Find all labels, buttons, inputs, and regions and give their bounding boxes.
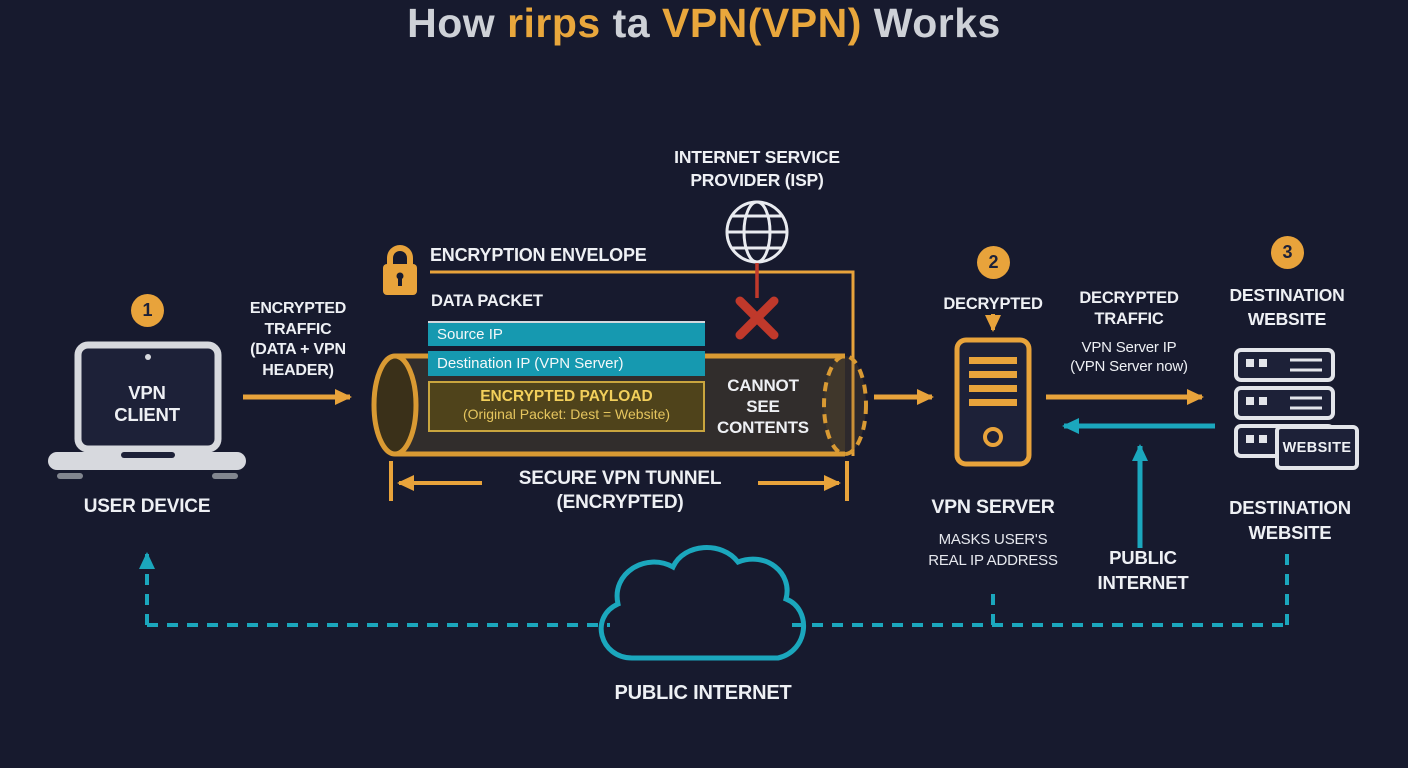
public-internet-cloud-label: PUBLIC INTERNET — [614, 682, 792, 704]
encryption-envelope-line — [430, 270, 855, 456]
destination-server-icon — [1234, 348, 1359, 470]
vpn-server-caption: VPN SERVER — [931, 496, 1055, 518]
payload-title: ENCRYPTED PAYLOAD — [480, 388, 653, 405]
secure-tunnel-label: SECURE VPN TUNNEL (ENCRYPTED) — [482, 466, 758, 518]
page-title: How rirps ta VPN(VPN) Works — [0, 0, 1408, 47]
payload-subtitle: (Original Packet: Dest = Website) — [462, 406, 671, 422]
encrypted-traffic-label: ENCRYPTED TRAFFIC (DATA + VPN HEADER) — [249, 300, 347, 379]
decrypted-traffic-line2: VPN Server IP — [1081, 339, 1177, 356]
vpn-diagram: How rirps ta VPN(VPN) Works INTERNET SER… — [0, 0, 1408, 704]
step-badge-3: 3 — [1271, 236, 1304, 269]
step-badge-1: 1 — [131, 294, 164, 327]
decrypted-traffic-title: DECRYPTED TRAFFIC — [1079, 289, 1179, 328]
globe-icon — [725, 200, 789, 264]
cloud-icon — [598, 545, 807, 661]
isp-label: INTERNET SERVICE PROVIDER (ISP) — [674, 147, 840, 190]
packet-source-ip-bar: Source IP — [428, 321, 705, 346]
title-segment: VPN(VPN) — [661, 0, 862, 46]
blocked-x-icon — [735, 296, 779, 340]
website-box — [1275, 425, 1359, 470]
step-badge-2: 2 — [977, 246, 1010, 279]
data-packet-header: DATA PACKET — [431, 292, 543, 310]
title-segment: ta — [600, 0, 662, 46]
vpn-server-icon — [954, 337, 1032, 467]
decrypted-label: DECRYPTED — [943, 295, 1043, 313]
laptop-icon — [48, 341, 246, 479]
encryption-envelope-label: ENCRYPTION ENVELOPE — [430, 245, 647, 265]
packet-destination-ip-bar: Destination IP (VPN Server) — [428, 351, 705, 376]
cannot-see-contents-label: CANNOT SEE CONTENTS — [717, 376, 809, 437]
user-device-caption: USER DEVICE — [83, 496, 211, 517]
destination-website-top-label: DESTINATION WEBSITE — [1229, 285, 1345, 329]
website-box-label: WEBSITE — [1282, 439, 1352, 456]
decrypted-traffic-line3: (VPN Server now) — [1070, 358, 1188, 375]
vpn-client-label: VPN CLIENT — [114, 382, 180, 425]
public-internet-side-label: PUBLIC INTERNET — [1097, 547, 1189, 593]
destination-website-caption: DESTINATION WEBSITE — [1229, 497, 1351, 543]
decrypted-traffic-block: DECRYPTED TRAFFIC VPN Server IP (VPN Ser… — [1047, 288, 1211, 375]
title-segment: Works — [861, 0, 1001, 46]
title-segment: How — [407, 0, 508, 46]
public-internet-dashed-path — [139, 552, 1289, 627]
lock-icon — [383, 245, 417, 295]
masks-ip-note: MASKS USER'S REAL IP ADDRESS — [928, 531, 1058, 569]
title-segment: rirps — [507, 0, 601, 46]
packet-encrypted-payload: ENCRYPTED PAYLOAD (Original Packet: Dest… — [428, 381, 705, 432]
